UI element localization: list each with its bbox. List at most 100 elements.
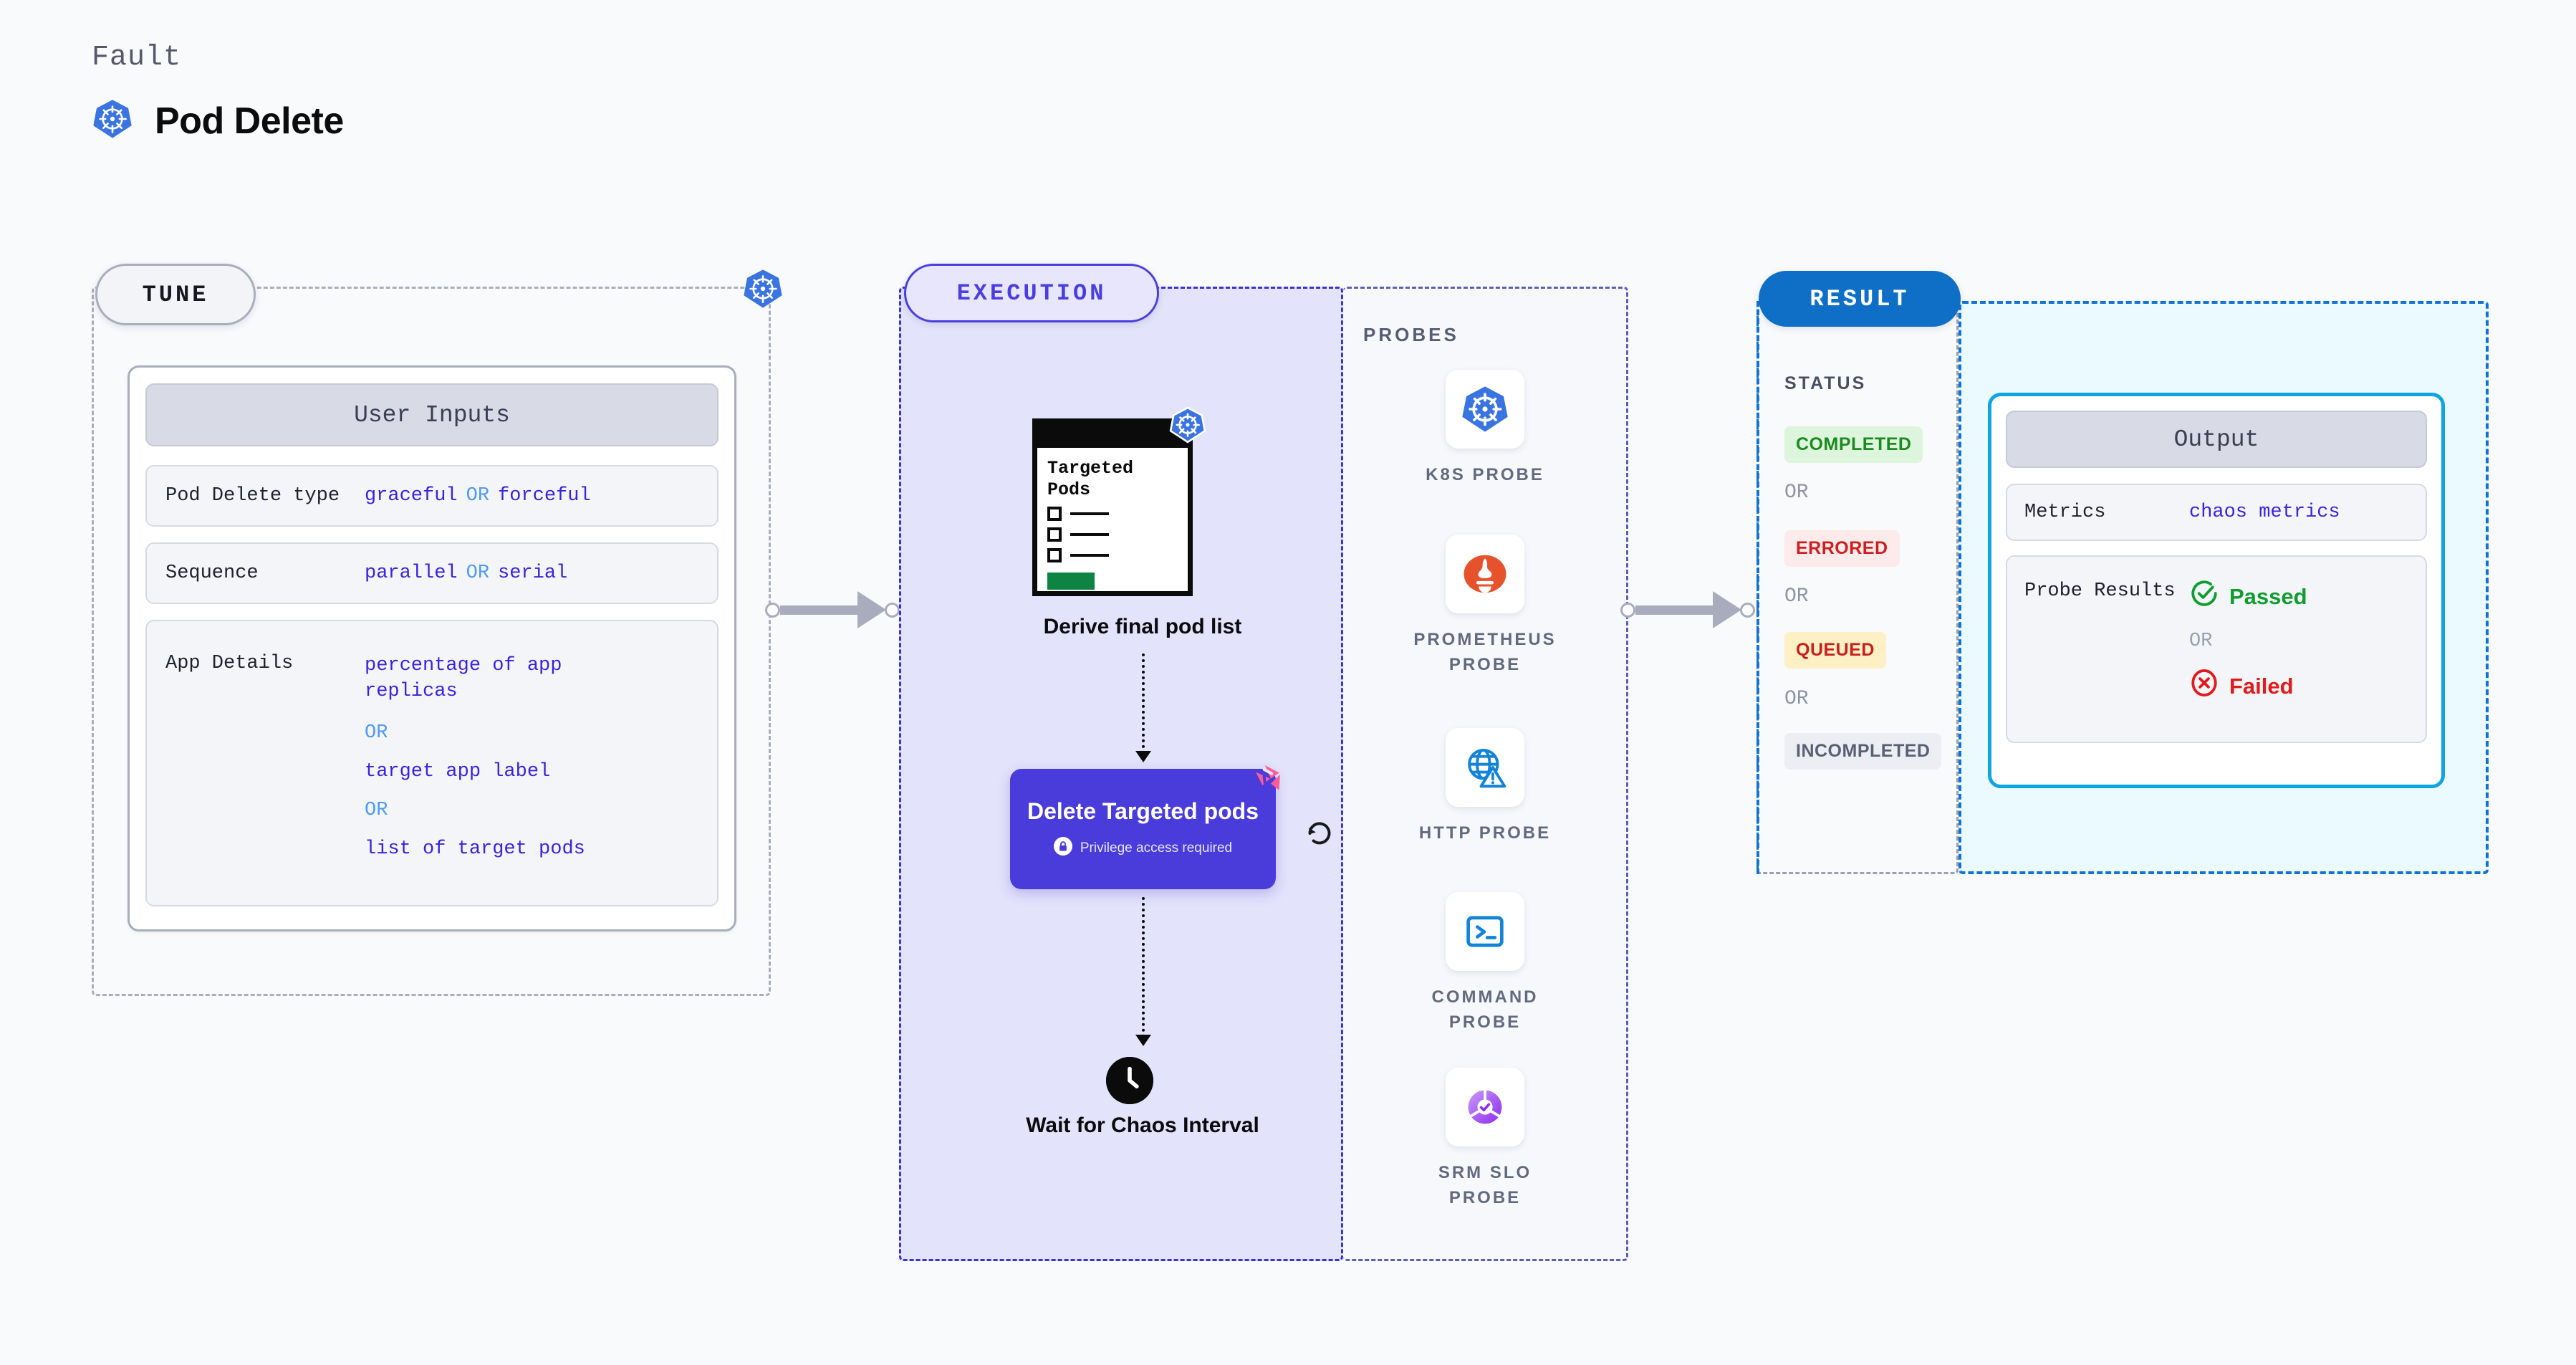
lock-icon	[1053, 836, 1072, 860]
connector-endpoint-dot	[1620, 602, 1635, 618]
row-separator: OR	[365, 799, 388, 821]
fault-title-row: Pod Delete	[92, 98, 344, 143]
prometheus-icon	[1446, 535, 1524, 613]
probe-pass-label: Passed	[2229, 583, 2307, 609]
page-title: Pod Delete	[155, 100, 344, 142]
list-line	[1070, 554, 1109, 557]
connector-tune-to-execution	[765, 591, 908, 628]
arrow-head-icon	[1713, 591, 1741, 628]
user-inputs-title: User Inputs	[145, 383, 719, 446]
row-value: chaos metrics	[2189, 502, 2340, 523]
row-value: parallel	[365, 562, 458, 584]
row-key: App Details	[165, 653, 294, 674]
probe-result-separator: OR	[2189, 631, 2213, 652]
table-row[interactable]: Metrics chaos metrics	[2006, 484, 2427, 541]
table-row[interactable]: App Details percentage of app replicas O…	[145, 620, 719, 906]
page-header: Fault Pod Delete	[92, 42, 344, 143]
kubernetes-icon	[92, 98, 133, 143]
connector-line	[780, 605, 859, 615]
derive-pod-list-label: Derive final pod list	[1043, 615, 1242, 638]
kubernetes-icon	[742, 268, 784, 313]
user-inputs-card: User Inputs Pod Delete type graceful OR …	[128, 365, 736, 931]
x-circle-icon	[2189, 668, 2219, 704]
checkbox-icon	[1047, 507, 1062, 521]
row-key: Sequence	[165, 562, 259, 584]
http-globe-warning-icon	[1446, 728, 1524, 807]
connector-execution-to-result	[1620, 591, 1764, 628]
card-titlebar	[1037, 423, 1188, 448]
table-row[interactable]: Sequence parallel OR serial	[145, 542, 719, 604]
connector-endpoint-dot	[1740, 602, 1755, 618]
output-card-title: Output	[2006, 411, 2427, 468]
list-line	[1070, 512, 1109, 515]
delete-targeted-pods-node[interactable]: Delete Targeted pods Privilege access re…	[1010, 765, 1280, 889]
connector-endpoint-dot	[765, 602, 780, 618]
targeted-pods-card: Targeted Pods	[1032, 406, 1206, 596]
privilege-note: Privilege access required	[1053, 836, 1233, 860]
table-row[interactable]: Pod Delete type graceful OR forceful	[145, 465, 719, 527]
fault-kicker: Fault	[92, 42, 182, 74]
targeted-pods-heading: Targeted Pods	[1047, 458, 1134, 500]
execution-stage-badge[interactable]: EXECUTION	[904, 264, 1159, 322]
srm-slo-donut-icon	[1446, 1068, 1524, 1146]
check-circle-icon	[2189, 578, 2219, 615]
probe-label: PROMETHEUS PROBE	[1413, 630, 1557, 674]
flow-arrow-line	[1142, 653, 1145, 754]
table-row[interactable]: Probe Results Passed OR	[2006, 555, 2427, 743]
list-item	[1047, 527, 1178, 542]
progress-bar	[1047, 573, 1095, 590]
chaos-icon	[1246, 760, 1286, 804]
probe-item-command[interactable]: COMMAND PROBE	[1406, 892, 1564, 1035]
probe-result-passed: Passed	[2189, 578, 2307, 615]
list-line	[1070, 533, 1109, 536]
result-stage-badge[interactable]: RESULT	[1759, 271, 1961, 327]
tune-panel	[92, 287, 771, 996]
connector-endpoint-dot	[885, 602, 900, 618]
probe-item-srm-slo[interactable]: SRM SLO PROBE	[1406, 1068, 1564, 1211]
probe-label: K8S PROBE	[1426, 465, 1544, 484]
result-panel-left-edge	[1756, 301, 1759, 874]
output-card: Output Metrics chaos metrics Probe Resul…	[1988, 393, 2445, 788]
row-key: Probe Results	[2024, 580, 2176, 602]
retry-loop-icon[interactable]	[1302, 816, 1337, 854]
probe-label: SRM SLO PROBE	[1438, 1163, 1532, 1207]
status-badge: ERRORED	[1784, 530, 1900, 567]
row-key: Pod Delete type	[165, 485, 340, 507]
probes-section-label: PROBES	[1363, 324, 1459, 345]
row-value: percentage of app replicas	[365, 655, 562, 703]
node-title: Delete Targeted pods	[1027, 798, 1259, 825]
row-value: serial	[498, 562, 568, 584]
terminal-icon	[1446, 892, 1524, 971]
kubernetes-icon	[1446, 370, 1524, 449]
flow-arrow-line	[1142, 897, 1145, 1038]
status-separator: OR	[1784, 688, 1809, 710]
row-value: graceful	[365, 485, 458, 507]
wait-chaos-interval-label: Wait for Chaos Interval	[1026, 1113, 1259, 1137]
status-section-label: STATUS	[1784, 373, 1867, 393]
status-badge: INCOMPLETED	[1784, 733, 1942, 770]
status-badge: COMPLETED	[1784, 426, 1923, 463]
probe-fail-label: Failed	[2229, 673, 2294, 699]
probe-label: COMMAND PROBE	[1431, 987, 1539, 1032]
clock-icon	[1106, 1057, 1153, 1104]
status-separator: OR	[1784, 585, 1809, 608]
probe-item-prometheus[interactable]: PROMETHEUS PROBE	[1406, 535, 1564, 678]
probe-item-http[interactable]: HTTP PROBE	[1406, 728, 1564, 846]
probe-result-failed: Failed	[2189, 668, 2307, 704]
list-item	[1047, 548, 1178, 562]
row-value: forceful	[498, 485, 591, 507]
row-separator: OR	[466, 562, 490, 584]
row-separator: OR	[466, 485, 490, 507]
arrow-head-icon	[1135, 1035, 1151, 1046]
row-key: Metrics	[2024, 502, 2106, 523]
tune-stage-badge[interactable]: TUNE	[95, 264, 256, 325]
probe-item-k8s[interactable]: K8S PROBE	[1406, 370, 1564, 488]
status-separator: OR	[1784, 482, 1809, 504]
row-value: list of target pods	[365, 838, 585, 860]
row-value: target app label	[365, 760, 551, 782]
row-separator: OR	[365, 722, 388, 744]
connector-line	[1635, 605, 1714, 615]
checkbox-icon	[1047, 527, 1062, 542]
kubernetes-icon	[1169, 406, 1206, 447]
privilege-note-text: Privilege access required	[1080, 840, 1233, 856]
